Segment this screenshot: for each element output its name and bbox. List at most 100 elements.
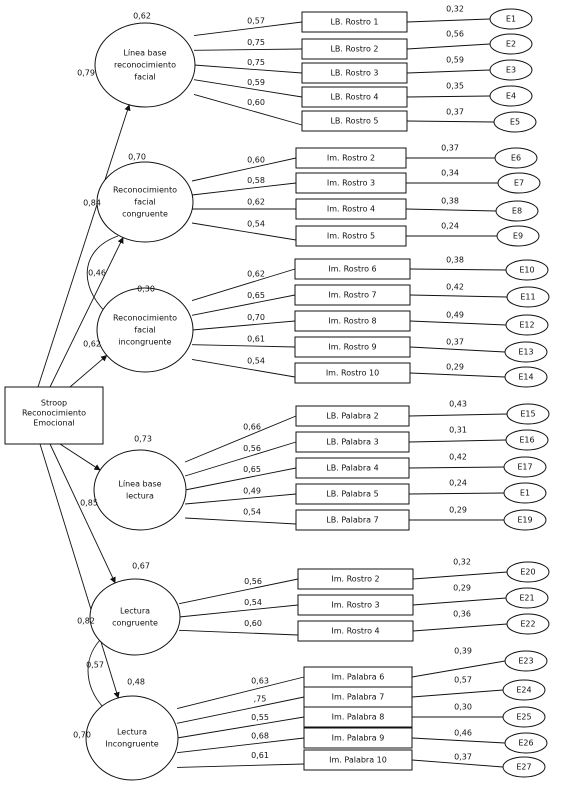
factor-loading-path — [177, 737, 305, 754]
indicator-box — [295, 147, 407, 169]
factor-loading-path — [179, 604, 299, 618]
error-variance-value: 0,49 — [446, 311, 464, 320]
factor-loading-value: 0,75 — [247, 58, 265, 67]
error-term-label: E2 — [506, 40, 516, 49]
error-term-ellipse — [494, 147, 538, 169]
root-construct-label: Stroop — [41, 399, 67, 408]
error-variance-value: 0,34 — [441, 169, 459, 178]
root-to-factor-arrow — [49, 237, 124, 388]
factor-path-coefficient: 0,82 — [77, 617, 95, 626]
error-term-ellipse — [504, 650, 548, 672]
error-term-label: E10 — [519, 266, 534, 275]
indicator-box — [303, 706, 413, 728]
error-variance-value: 0,31 — [449, 426, 467, 435]
error-term-ellipse — [505, 259, 549, 281]
factor-loading-path — [185, 493, 297, 505]
indicator-box — [297, 620, 414, 642]
latent-factor-label: reconocimiento — [114, 61, 176, 70]
factor-loading-path — [184, 441, 297, 477]
indicator-box — [294, 284, 411, 306]
error-path — [412, 597, 507, 606]
error-path — [409, 346, 506, 353]
indicator-box — [303, 727, 413, 749]
factor-loading-path — [185, 517, 297, 525]
factor-loading-path — [177, 763, 305, 768]
error-path — [408, 492, 505, 495]
factor-loading-value: 0,56 — [243, 444, 261, 453]
latent-factor-ellipse — [96, 161, 194, 243]
factor-loading-path — [193, 21, 303, 37]
factor-correlation-curve — [86, 235, 119, 319]
error-term-label: E23 — [518, 657, 533, 666]
error-variance-value: 0,24 — [449, 479, 467, 488]
error-variance-value: 0,38 — [441, 197, 459, 206]
factor-loading-value: 0,56 — [244, 577, 262, 586]
indicator-box — [295, 405, 410, 427]
error-path — [406, 120, 495, 123]
factor-loading-value: 0,60 — [247, 98, 265, 107]
indicator-label: LB. Palabra 7 — [326, 516, 378, 525]
error-path — [411, 759, 504, 768]
factor-correlation-value: 0,57 — [86, 661, 104, 670]
factor-correlation-value: 0,46 — [88, 269, 106, 278]
indicator-label: Im. Rostro 4 — [331, 627, 379, 636]
latent-factor-ellipse — [94, 22, 196, 108]
root-to-factor-arrow — [69, 355, 108, 388]
factor-loading-value: 0,62 — [247, 198, 265, 207]
error-term-label: E20 — [520, 568, 535, 577]
factor-loading-value: 0,54 — [247, 219, 265, 228]
latent-factor-label: Reconocimiento — [113, 314, 177, 323]
error-term-ellipse — [504, 732, 548, 754]
indicator-box — [295, 431, 410, 453]
error-variance-value: 0,46 — [454, 729, 472, 738]
factor-r2-value: 0,73 — [134, 435, 152, 444]
indicator-box — [294, 310, 411, 332]
root-to-factor-arrow — [37, 104, 131, 388]
latent-factor-label: lectura — [126, 492, 154, 501]
error-term-label: E5 — [510, 118, 520, 127]
error-path — [411, 689, 504, 698]
error-term-label: E13 — [518, 348, 533, 357]
error-path — [408, 466, 505, 469]
indicator-label: LB. Rostro 4 — [330, 93, 378, 102]
factor-loading-path — [191, 294, 296, 316]
latent-factor-label: incongruente — [118, 338, 171, 347]
error-path — [412, 571, 508, 580]
error-term-ellipse — [503, 482, 547, 504]
factor-loading-value: 0,54 — [243, 508, 261, 517]
factor-loading-value: 0,54 — [247, 356, 265, 365]
error-variance-value: 0,37 — [454, 753, 472, 762]
indicator-label: LB. Palabra 5 — [326, 490, 378, 499]
error-term-ellipse — [495, 200, 539, 222]
factor-loading-path — [191, 358, 296, 378]
indicator-label: Im. Rostro 4 — [327, 205, 375, 214]
factor-loading-path — [184, 467, 297, 491]
error-path — [408, 413, 508, 417]
factor-loading-value: 0,57 — [247, 16, 265, 25]
latent-factor-label: Línea base — [123, 49, 166, 58]
factor-path-coefficient: 0,70 — [73, 731, 91, 740]
indicator-label: Im. Palabra 9 — [332, 734, 385, 743]
error-term-ellipse — [489, 85, 533, 107]
indicator-label: LB. Palabra 3 — [326, 438, 378, 447]
latent-factor-label: Línea base — [118, 480, 161, 489]
indicator-label: Im. Rostro 7 — [328, 291, 376, 300]
error-term-ellipse — [505, 314, 549, 336]
factor-loading-path — [192, 344, 296, 348]
error-variance-value: 0,37 — [446, 338, 464, 347]
error-term-label: E21 — [519, 594, 534, 603]
error-term-label: E19 — [517, 516, 532, 525]
indicator-box — [295, 509, 410, 531]
error-term-ellipse — [503, 456, 547, 478]
error-path — [412, 623, 508, 632]
error-term-label: E16 — [519, 436, 534, 445]
indicator-box — [294, 258, 411, 280]
error-term-ellipse — [503, 509, 547, 531]
error-variance-value: 0,42 — [449, 453, 467, 462]
error-path — [406, 69, 491, 74]
factor-loading-value: 0,65 — [243, 465, 261, 474]
error-path — [411, 660, 506, 678]
factor-loading-path — [177, 716, 305, 739]
latent-factor-label: Reconocimiento — [113, 186, 177, 195]
factor-loading-value: ,75 — [254, 695, 267, 704]
